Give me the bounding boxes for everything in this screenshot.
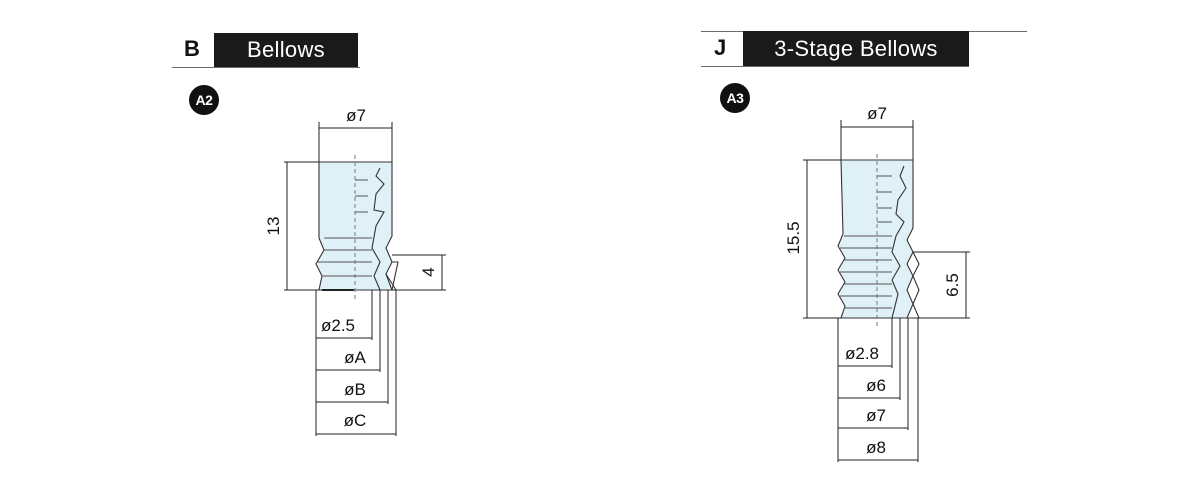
height-label: 13	[264, 217, 283, 236]
section-title: Bellows	[214, 33, 358, 67]
top-diameter-label: ø7	[867, 104, 887, 123]
panel-3-stage-bellows: J 3-Stage Bellows A3 ø7 15.5 6.5	[600, 0, 1200, 500]
3-stage-bellows-drawing: ø7 15.5 6.5 ø2.8	[784, 104, 970, 462]
stage-label: 4	[419, 267, 438, 276]
section-letter: B	[184, 36, 200, 61]
outer-skirt	[385, 261, 399, 291]
diameter-label-4: ø8	[866, 438, 886, 457]
section-title: 3-Stage Bellows	[743, 31, 969, 66]
diameter-label-2: øA	[344, 348, 366, 367]
diameter-label-1: ø2.5	[321, 316, 355, 335]
section-letter: J	[714, 35, 727, 60]
model-badge: A2	[189, 85, 219, 115]
inner-profile	[891, 165, 907, 319]
diameter-label-3: ø7	[866, 406, 886, 425]
header-rule	[172, 67, 360, 68]
panel-bellows: B Bellows A2 ø7 13 4	[172, 33, 446, 436]
diameter-label-2: ø6	[866, 376, 886, 395]
diameter-label-3: øB	[344, 380, 366, 399]
height-label: 15.5	[784, 221, 803, 254]
top-diameter-label: ø7	[346, 106, 366, 125]
diameter-label-4: øC	[344, 411, 367, 430]
stage-label: 6.5	[943, 273, 962, 297]
header-rule	[701, 66, 969, 67]
bellows-drawing: ø7 13 4 ø2.5 øA	[264, 106, 446, 436]
model-badge: A3	[720, 83, 750, 113]
inner-profile	[371, 167, 385, 291]
cup-body	[837, 159, 914, 319]
diameter-label-1: ø2.8	[845, 344, 879, 363]
